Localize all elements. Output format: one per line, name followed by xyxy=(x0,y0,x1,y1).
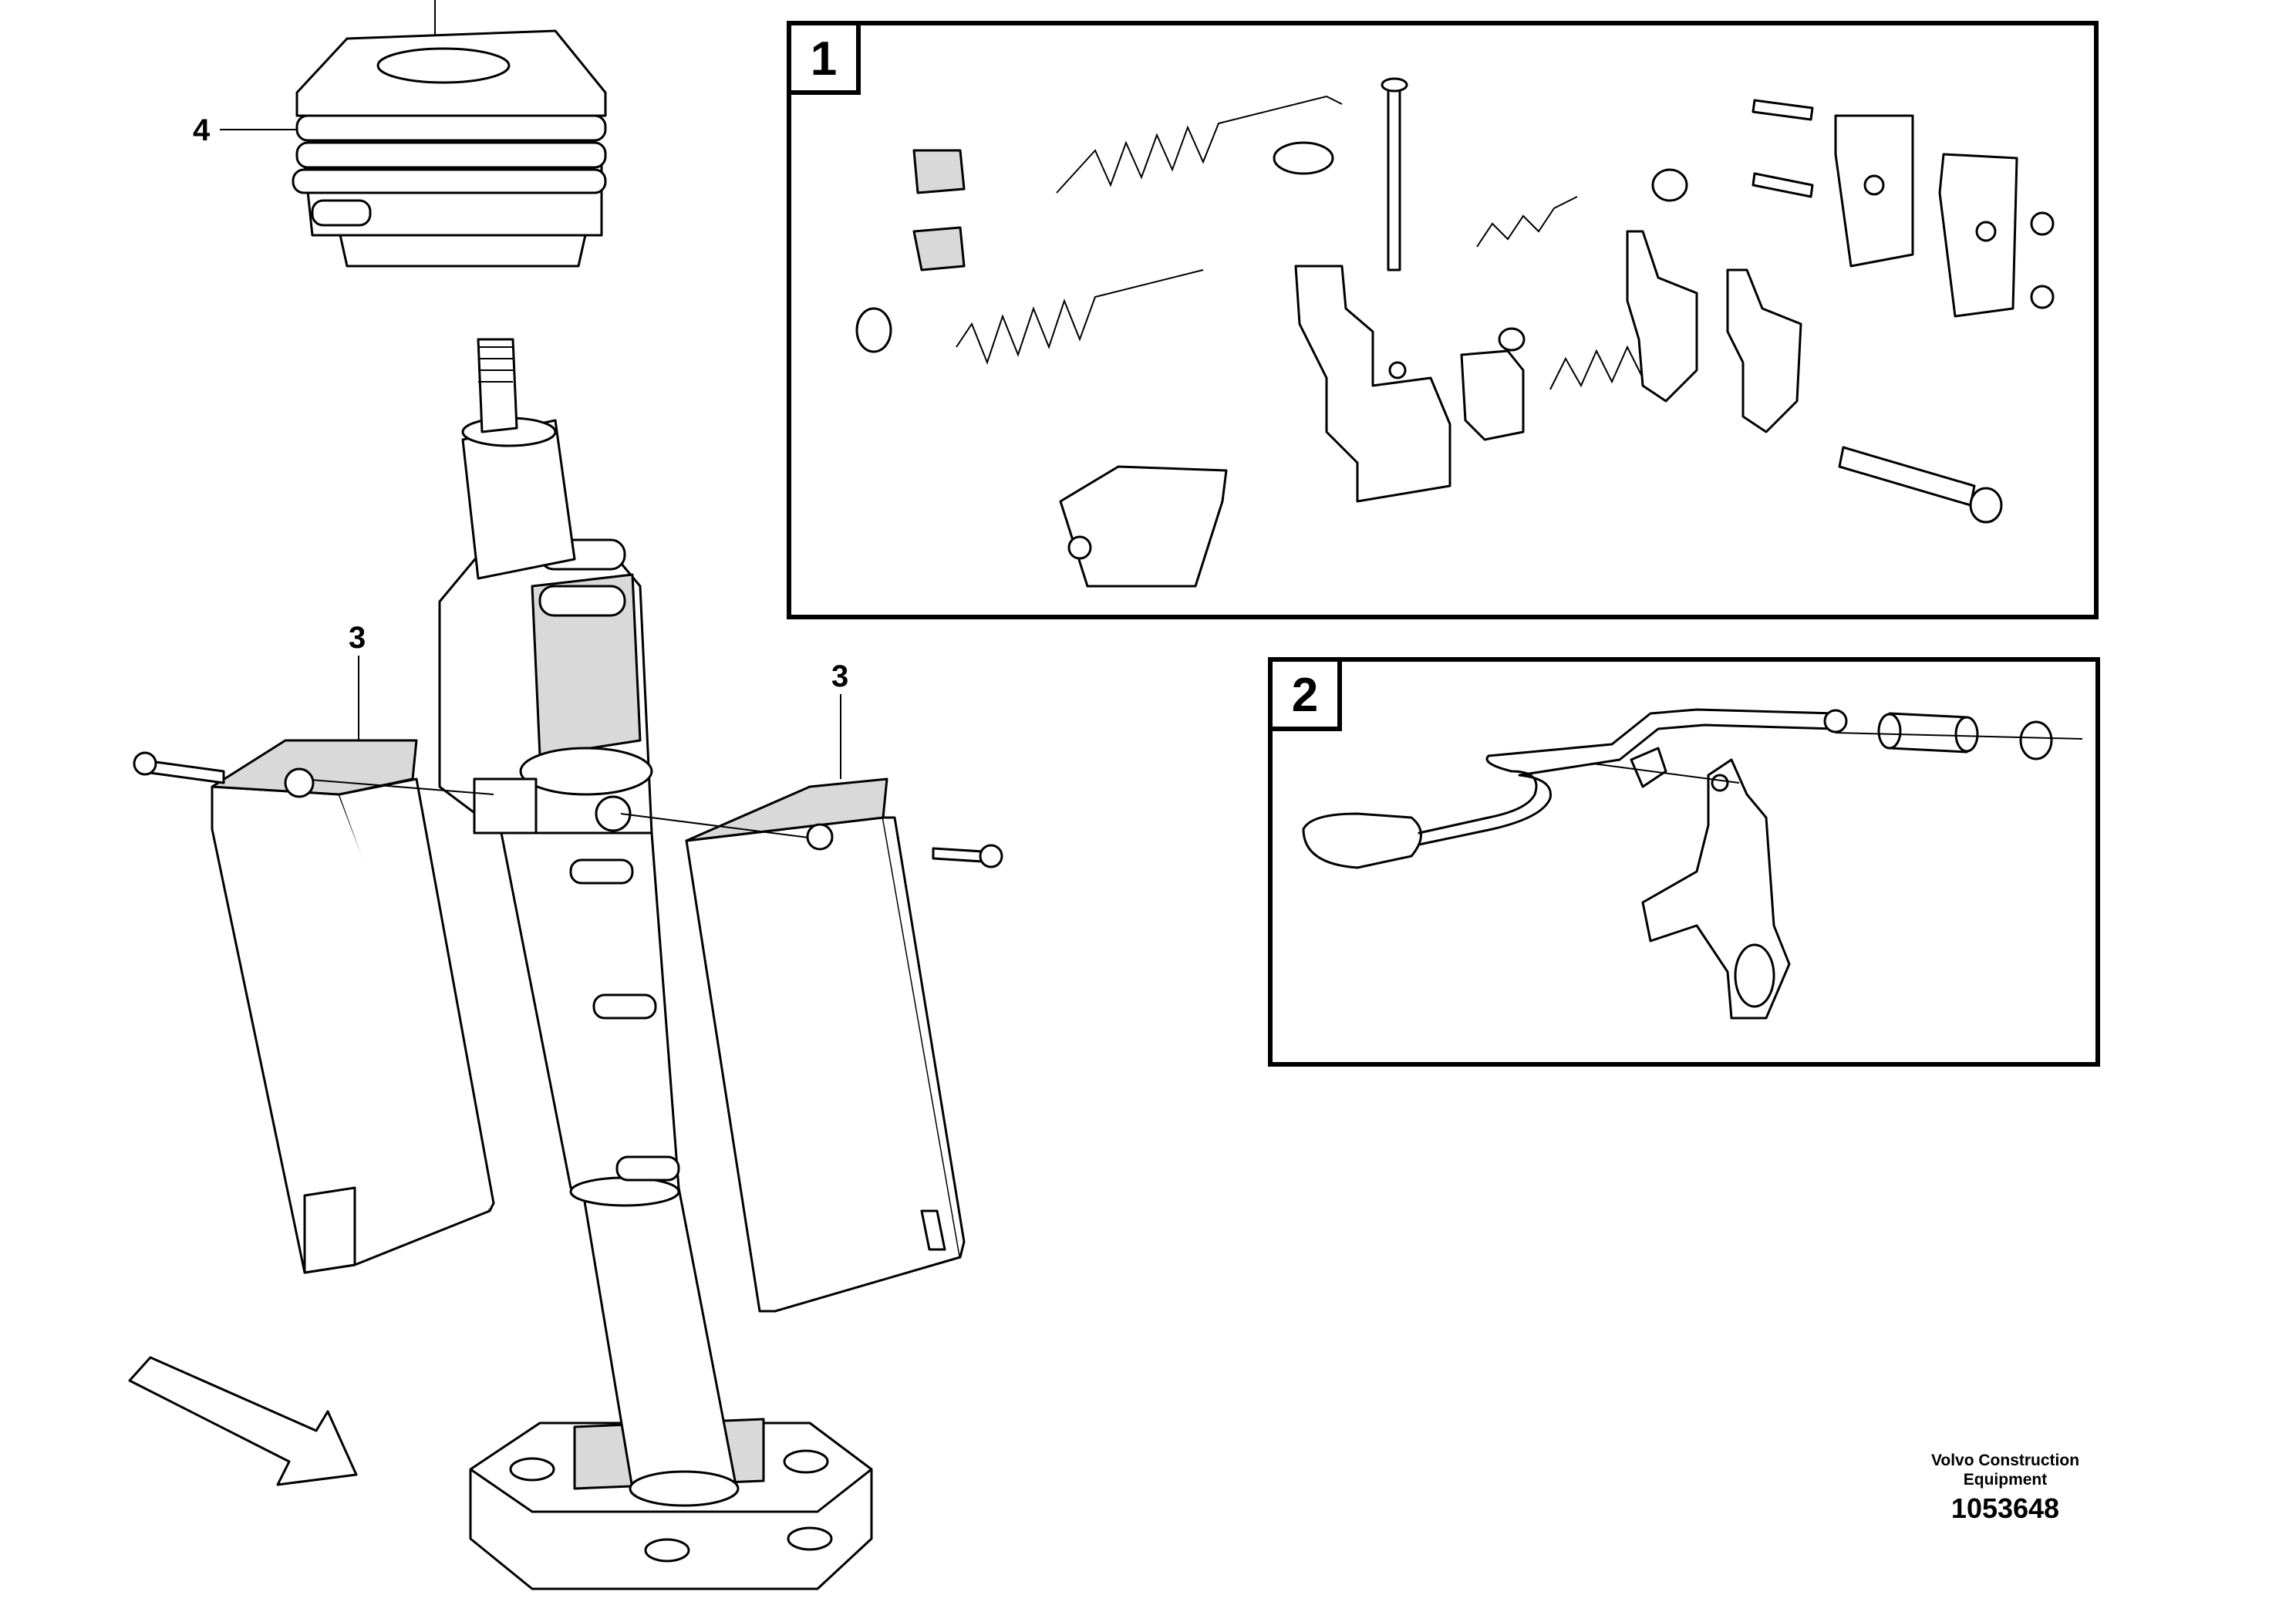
box-1-number: 1 xyxy=(811,32,837,86)
direction-arrow xyxy=(128,1356,358,1486)
pivot-bolt xyxy=(595,795,632,832)
small-spring xyxy=(1476,196,1578,248)
screw-head xyxy=(133,751,157,776)
pivot-bracket xyxy=(1630,747,1667,788)
washer xyxy=(855,307,892,353)
lever-grip xyxy=(1302,812,1422,869)
long-bolt xyxy=(1838,446,1976,507)
split-bushing xyxy=(1059,465,1228,588)
small-bolt xyxy=(1752,172,1814,198)
shaft xyxy=(477,338,518,433)
box-1-number-cell xyxy=(787,21,861,95)
nut xyxy=(1498,327,1526,352)
brand-line-1: Volvo Construction xyxy=(1931,1452,2079,1469)
side-pin xyxy=(615,1155,680,1182)
screw-head xyxy=(979,844,1003,868)
small-spring xyxy=(1549,345,1644,390)
brand-line-2: Equipment xyxy=(1964,1471,2048,1489)
mounting-hole xyxy=(787,1526,833,1551)
box-2-frame xyxy=(1268,657,2100,1067)
side-block xyxy=(473,777,538,835)
bushing-end xyxy=(1877,713,1902,750)
latch-slot xyxy=(1734,943,1775,1008)
tube-ring xyxy=(569,1176,680,1207)
pin xyxy=(1387,83,1401,271)
plate-hole xyxy=(1975,221,1997,242)
left-cover xyxy=(211,739,495,1274)
housing-window xyxy=(531,573,642,757)
clip xyxy=(912,149,966,194)
bracket xyxy=(1294,265,1451,503)
box-2-number: 2 xyxy=(1292,669,1318,722)
bushing xyxy=(1651,168,1688,202)
box-1-frame xyxy=(787,21,2099,619)
knob-opening xyxy=(376,47,511,84)
washer xyxy=(2019,720,2053,760)
mounting-hole xyxy=(783,1449,829,1474)
rod-end xyxy=(1823,709,1848,733)
bracket-hole xyxy=(1388,361,1407,379)
latch-hole xyxy=(1711,774,1729,792)
tension-spring xyxy=(956,269,1204,365)
leader-line xyxy=(1835,732,2083,740)
knob-pin xyxy=(311,199,372,227)
leader-line xyxy=(620,813,834,841)
nut xyxy=(2030,211,2055,236)
detail-box-2: 2 xyxy=(1268,657,2100,1067)
plate-hole xyxy=(1863,174,1885,196)
side-pin xyxy=(569,858,634,885)
collar-ring xyxy=(519,747,653,796)
leader-line xyxy=(300,778,494,795)
tube-collar xyxy=(629,1470,740,1507)
clip xyxy=(912,226,966,271)
clamp xyxy=(1460,349,1525,441)
document-number: 1053648 xyxy=(1951,1492,2059,1524)
mounting-hole xyxy=(509,1457,555,1482)
right-cover xyxy=(685,777,966,1313)
callout-3-left: 3 xyxy=(349,621,366,655)
grommet xyxy=(806,823,834,851)
knob-housing xyxy=(292,29,607,268)
nut xyxy=(2030,285,2055,309)
lever-plate xyxy=(1626,230,1698,403)
bushing-hole xyxy=(1067,535,1092,560)
side-pin xyxy=(592,993,657,1020)
lever-rod xyxy=(1418,723,1837,846)
bolt-head xyxy=(1969,487,2003,524)
lever-plate xyxy=(1726,268,1802,433)
grommet xyxy=(284,767,315,798)
mounting-hole xyxy=(644,1538,690,1563)
bushing-end xyxy=(1954,716,1979,753)
cross-pin xyxy=(538,585,626,617)
shaft-threads xyxy=(478,346,513,383)
tension-spring xyxy=(1056,95,1343,194)
small-bolt xyxy=(1752,99,1814,121)
pin-head xyxy=(1381,77,1408,93)
steering-column-assembly xyxy=(128,0,1003,1590)
detail-box-1: 1 xyxy=(787,21,2099,619)
callout-3-right: 3 xyxy=(831,659,848,693)
leader-line xyxy=(1592,763,1740,784)
callout-4: 4 xyxy=(193,113,211,147)
grommet xyxy=(1273,141,1334,175)
box-2-number-cell xyxy=(1268,657,1342,731)
